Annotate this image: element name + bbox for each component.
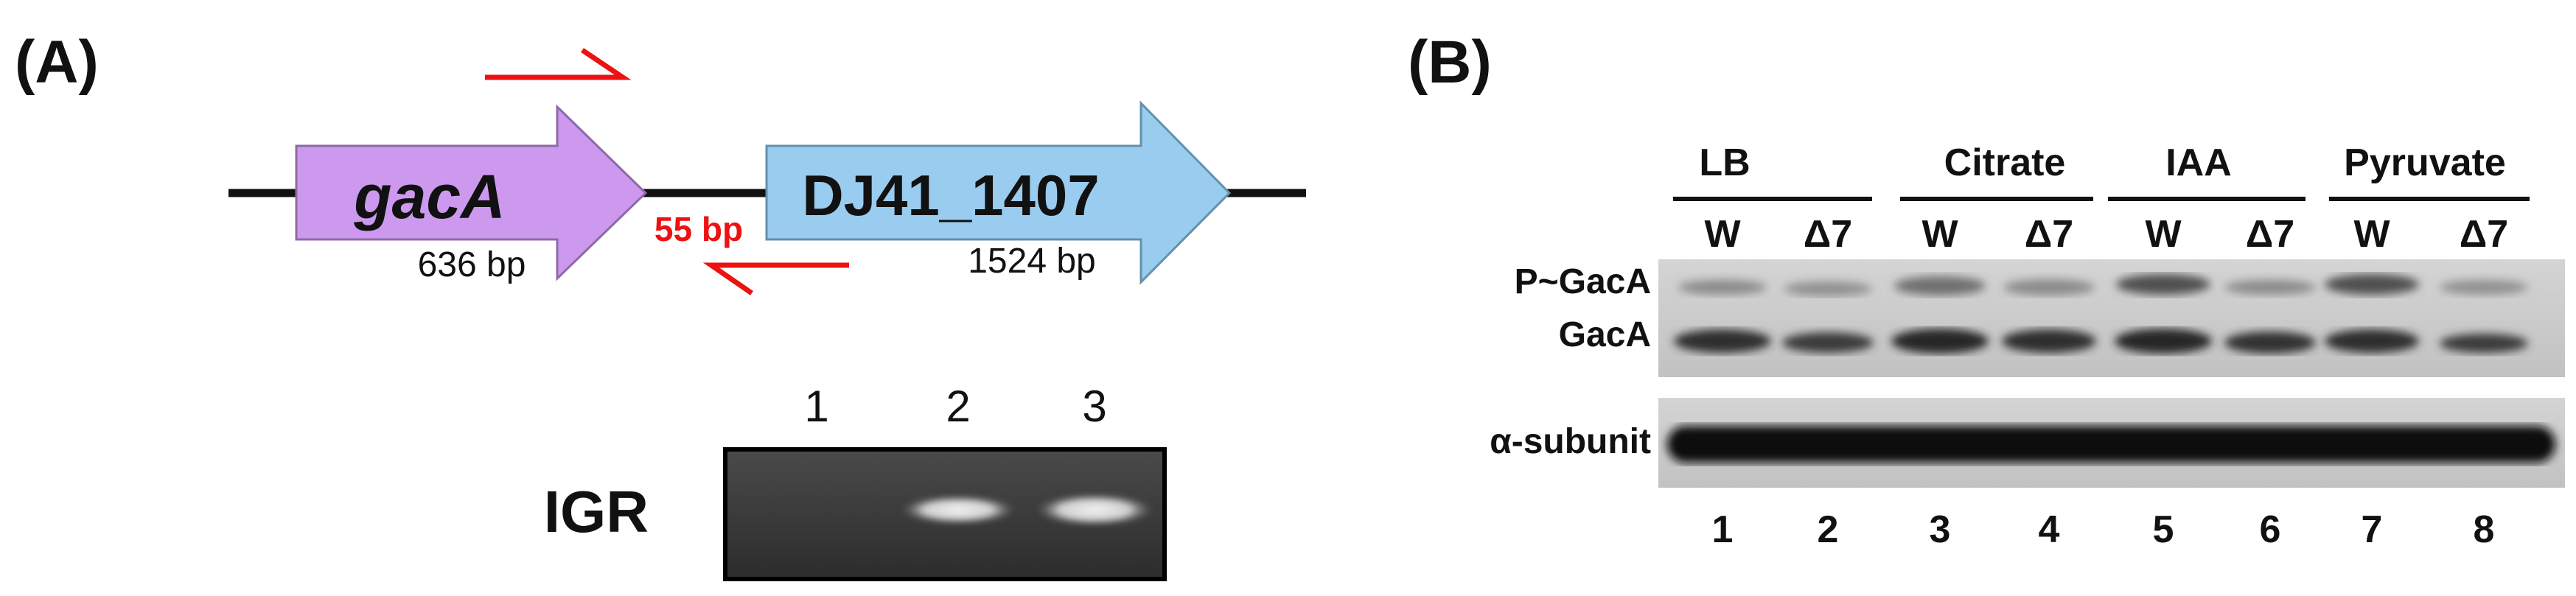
gel-band-lane-3 [1036,494,1153,526]
strain-label: W [2145,213,2182,256]
condition-header-lb: LB [1699,141,1750,184]
gel-lane-number: 1 [804,382,828,431]
gel-band-lane-2 [901,495,1016,525]
gel-lane-number: 2 [946,382,970,431]
strain-label: Δ7 [1804,213,1852,256]
panel-b-label: (B) [1408,29,1492,96]
gel-row-label: IGR [544,479,649,544]
strain-label: W [1704,213,1741,256]
blot-bands-gaca [1674,329,2528,354]
strain-label: Δ7 [2246,213,2294,256]
gene-label-gaca: gacA [353,162,505,231]
western-blot-gaca [1658,259,2565,377]
gene-arrow-gaca [295,104,648,281]
condition-header-citrate: Citrate [1944,141,2066,184]
strain-label: Δ7 [2025,213,2073,256]
gene-size-dj41-1407: 1524 bp [968,242,1096,281]
band-gaca-lane-8 [2440,334,2528,353]
blot-lane-number: 7 [2362,508,2383,551]
strain-label: W [1921,213,1958,256]
strain-label: Δ7 [2460,213,2508,256]
band-gaca-lane-3 [1891,329,1989,354]
condition-header-iaa: IAA [2165,141,2232,184]
gel-lane-number: 3 [1082,382,1106,431]
condition-header-pyruvate: Pyruvate [2344,141,2506,184]
forward-primer-arrow [485,48,632,80]
blot-lane-number: 4 [2039,508,2060,551]
gene-size-gaca: 636 bp [418,245,526,284]
blot-row-label-alpha-subunit: α-subunit [1490,422,1651,461]
band-p-gaca-lane-1 [1678,280,1767,295]
blot-lane-number: 2 [1818,508,1839,551]
blot-row-label-p-gaca: P~GacA [1515,262,1651,301]
band-gaca-lane-1 [1674,329,1771,353]
band-p-gaca-lane-3 [1894,276,1986,295]
band-gaca-lane-6 [2224,332,2316,354]
band-p-gaca-lane-5 [2116,274,2210,295]
blot-bands-p-gaca [1678,274,2528,296]
band-alpha-subunit [1667,426,2555,463]
gene-arrow-dj41-1407 [765,100,1232,285]
band-gaca-lane-2 [1782,332,1874,353]
band-gaca-lane-7 [2325,329,2419,353]
band-gaca-lane-4 [2002,329,2096,353]
band-p-gaca-lane-7 [2325,274,2419,295]
strain-label: W [2353,213,2390,256]
band-gaca-lane-5 [2115,329,2212,354]
panel-a-label: (A) [15,29,99,96]
blot-lane-number: 3 [1930,508,1951,551]
band-p-gaca-lane-4 [2003,279,2095,295]
blot-lane-number: 6 [2260,508,2281,551]
band-p-gaca-lane-8 [2440,280,2528,295]
gene-label-dj41-1407: DJ41_1407 [802,163,1099,228]
blot-lane-number: 1 [1712,508,1734,551]
band-p-gaca-lane-2 [1784,281,1872,296]
blot-lane-number: 8 [2474,508,2495,551]
blot-row-label-gaca: GacA [1559,315,1651,354]
band-p-gaca-lane-6 [2224,280,2316,295]
reverse-primer-arrow [702,262,849,295]
intergenic-length-label: 55 bp [655,210,743,248]
blot-lane-number: 5 [2153,508,2174,551]
